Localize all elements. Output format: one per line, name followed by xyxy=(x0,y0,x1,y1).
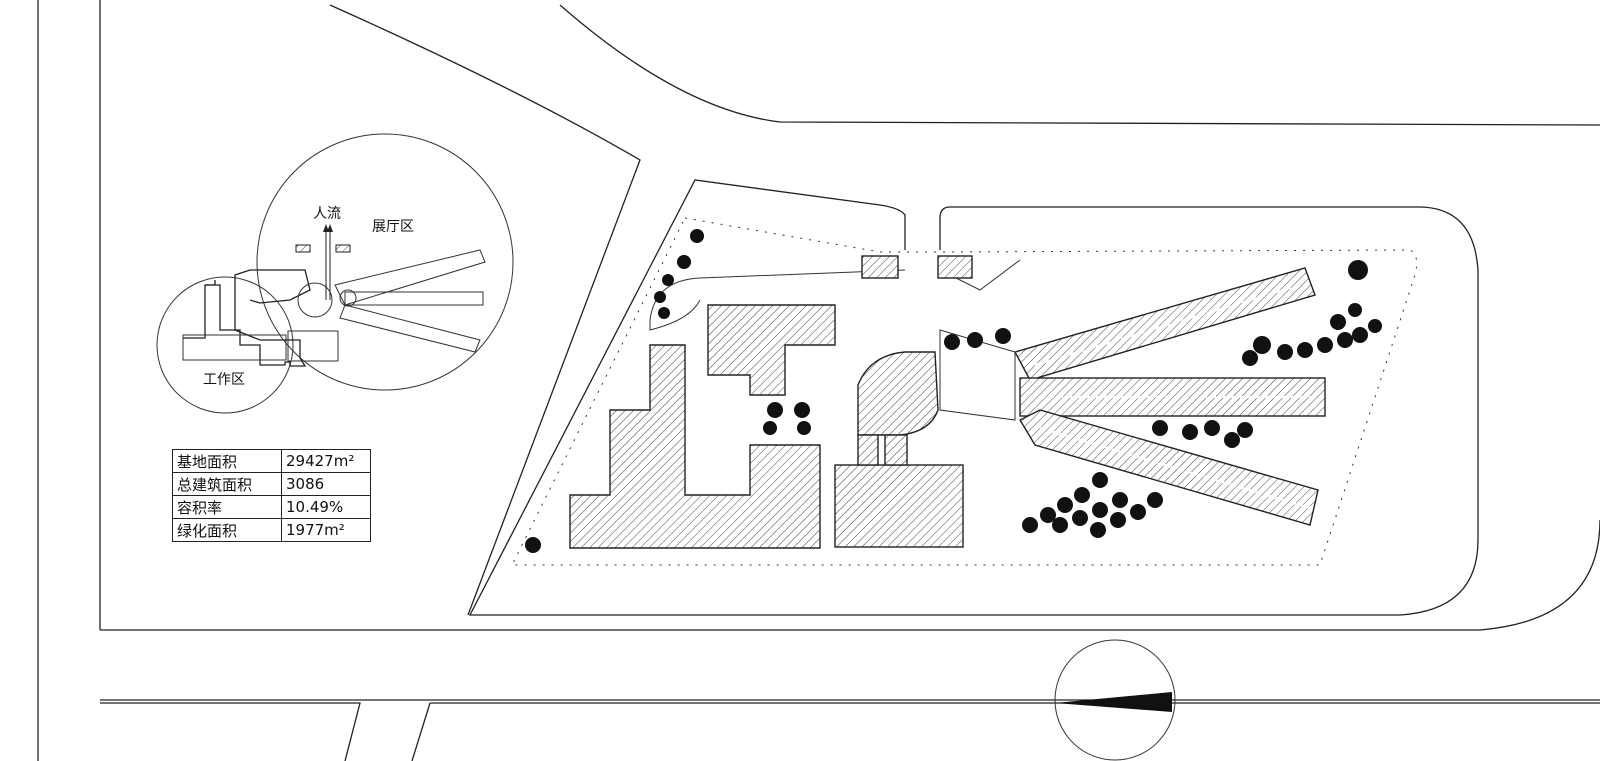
buildings xyxy=(569,255,1326,549)
zoning-diagram: 人流 展厅区 工作区 xyxy=(156,133,514,414)
north-arrow xyxy=(1054,639,1176,761)
flow-label: 人流 xyxy=(313,206,341,222)
roads xyxy=(37,0,1600,761)
exhibition-zone-label: 展厅区 xyxy=(372,219,414,235)
trees xyxy=(525,229,1382,553)
work-zone-label: 工作区 xyxy=(203,372,245,388)
site-boundary xyxy=(468,179,1479,616)
